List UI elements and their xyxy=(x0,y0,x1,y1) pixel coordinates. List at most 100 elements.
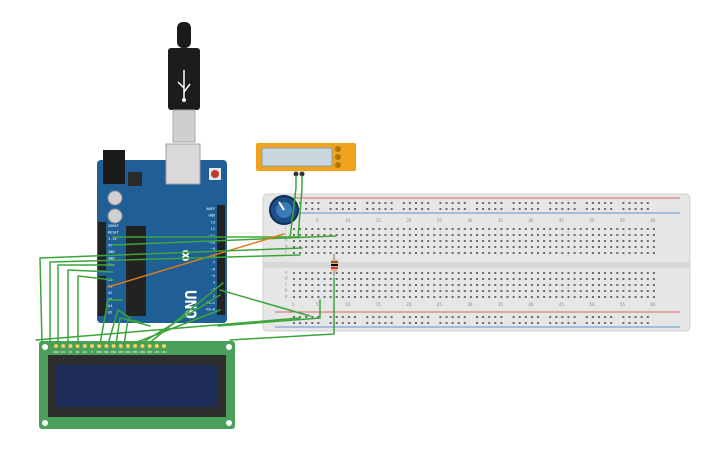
breadboard-hole[interactable] xyxy=(329,290,332,292)
breadboard-hole[interactable] xyxy=(573,240,576,242)
breadboard-hole[interactable] xyxy=(457,202,460,204)
breadboard-hole[interactable] xyxy=(457,296,460,298)
breadboard-hole[interactable] xyxy=(311,296,314,298)
breadboard-hole[interactable] xyxy=(530,316,533,318)
breadboard-hole[interactable] xyxy=(396,290,399,292)
breadboard-hole[interactable] xyxy=(366,234,369,236)
breadboard-hole[interactable] xyxy=(421,296,424,298)
breadboard-hole[interactable] xyxy=(421,278,424,280)
breadboard-hole[interactable] xyxy=(524,240,527,242)
breadboard-hole[interactable] xyxy=(524,316,527,318)
breadboard-hole[interactable] xyxy=(433,246,436,248)
wire[interactable] xyxy=(289,175,297,239)
wire[interactable] xyxy=(39,247,303,345)
breadboard-hole[interactable] xyxy=(415,246,417,248)
breadboard-hole[interactable] xyxy=(488,296,491,298)
breadboard-hole[interactable] xyxy=(530,202,533,204)
breadboard-hole[interactable] xyxy=(476,228,478,230)
breadboard-hole[interactable] xyxy=(311,208,314,210)
breadboard-hole[interactable] xyxy=(604,228,607,230)
breadboard-hole[interactable] xyxy=(610,234,613,236)
breadboard-hole[interactable] xyxy=(543,284,546,286)
breadboard-hole[interactable] xyxy=(433,252,436,254)
breadboard-hole[interactable] xyxy=(305,272,308,274)
breadboard-hole[interactable] xyxy=(579,252,582,254)
breadboard-hole[interactable] xyxy=(433,284,436,286)
breadboard-hole[interactable] xyxy=(439,252,442,254)
breadboard-hole[interactable] xyxy=(494,228,497,230)
breadboard-hole[interactable] xyxy=(378,278,381,280)
breadboard-hole[interactable] xyxy=(329,284,332,286)
breadboard-hole[interactable] xyxy=(427,322,430,324)
breadboard-hole[interactable] xyxy=(524,228,527,230)
breadboard-hole[interactable] xyxy=(488,252,491,254)
breadboard-hole[interactable] xyxy=(555,290,558,292)
breadboard-hole[interactable] xyxy=(488,284,491,286)
breadboard-hole[interactable] xyxy=(360,228,363,230)
breadboard-hole[interactable] xyxy=(341,272,344,274)
breadboard-hole[interactable] xyxy=(652,272,655,274)
wire[interactable] xyxy=(115,317,141,345)
breadboard-hole[interactable] xyxy=(561,208,564,210)
breadboard-hole[interactable] xyxy=(506,240,509,242)
breadboard-hole[interactable] xyxy=(567,316,570,318)
breadboard-hole[interactable] xyxy=(530,246,533,248)
breadboard-hole[interactable] xyxy=(457,284,460,286)
lcd-pin[interactable] xyxy=(126,344,130,348)
breadboard-hole[interactable] xyxy=(500,316,503,318)
breadboard-hole[interactable] xyxy=(622,290,625,292)
breadboard-hole[interactable] xyxy=(433,296,436,298)
breadboard-hole[interactable] xyxy=(311,202,314,204)
breadboard-hole[interactable] xyxy=(506,234,509,236)
breadboard-hole[interactable] xyxy=(445,240,448,242)
breadboard-hole[interactable] xyxy=(543,290,546,292)
breadboard-hole[interactable] xyxy=(646,322,649,324)
breadboard-hole[interactable] xyxy=(561,240,564,242)
breadboard-hole[interactable] xyxy=(439,290,442,292)
breadboard-hole[interactable] xyxy=(628,316,631,318)
breadboard-hole[interactable] xyxy=(347,202,350,204)
breadboard-hole[interactable] xyxy=(506,272,509,274)
breadboard-hole[interactable] xyxy=(360,234,363,236)
breadboard-hole[interactable] xyxy=(616,296,619,298)
breadboard-hole[interactable] xyxy=(549,296,552,298)
breadboard-hole[interactable] xyxy=(427,246,430,248)
breadboard-hole[interactable] xyxy=(646,246,649,248)
breadboard-hole[interactable] xyxy=(652,278,655,280)
breadboard-hole[interactable] xyxy=(585,272,588,274)
breadboard-hole[interactable] xyxy=(640,208,643,210)
breadboard-hole[interactable] xyxy=(384,316,387,318)
breadboard-hole[interactable] xyxy=(384,272,387,274)
breadboard-hole[interactable] xyxy=(610,316,613,318)
breadboard-hole[interactable] xyxy=(506,284,509,286)
breadboard-hole[interactable] xyxy=(347,240,350,242)
breadboard-hole[interactable] xyxy=(415,316,417,318)
breadboard-hole[interactable] xyxy=(634,202,637,204)
breadboard-hole[interactable] xyxy=(415,322,417,324)
breadboard-hole[interactable] xyxy=(347,296,350,298)
breadboard-hole[interactable] xyxy=(518,252,521,254)
breadboard-hole[interactable] xyxy=(622,240,625,242)
breadboard-hole[interactable] xyxy=(573,290,576,292)
breadboard-hole[interactable] xyxy=(604,322,607,324)
breadboard-hole[interactable] xyxy=(622,228,625,230)
breadboard-hole[interactable] xyxy=(598,246,600,248)
breadboard-hole[interactable] xyxy=(299,228,302,230)
wire[interactable] xyxy=(107,309,131,345)
breadboard-hole[interactable] xyxy=(524,284,527,286)
breadboard-hole[interactable] xyxy=(305,284,308,286)
breadboard-hole[interactable] xyxy=(427,272,430,274)
breadboard-hole[interactable] xyxy=(476,322,478,324)
breadboard-hole[interactable] xyxy=(561,228,564,230)
breadboard-hole[interactable] xyxy=(372,278,375,280)
breadboard-hole[interactable] xyxy=(366,272,369,274)
breadboard-hole[interactable] xyxy=(549,316,552,318)
breadboard-hole[interactable] xyxy=(354,322,356,324)
breadboard-hole[interactable] xyxy=(634,316,637,318)
breadboard-hole[interactable] xyxy=(512,284,515,286)
breadboard-hole[interactable] xyxy=(616,246,619,248)
breadboard-hole[interactable] xyxy=(335,252,338,254)
breadboard-hole[interactable] xyxy=(335,240,338,242)
breadboard-hole[interactable] xyxy=(372,246,375,248)
breadboard-hole[interactable] xyxy=(646,272,649,274)
